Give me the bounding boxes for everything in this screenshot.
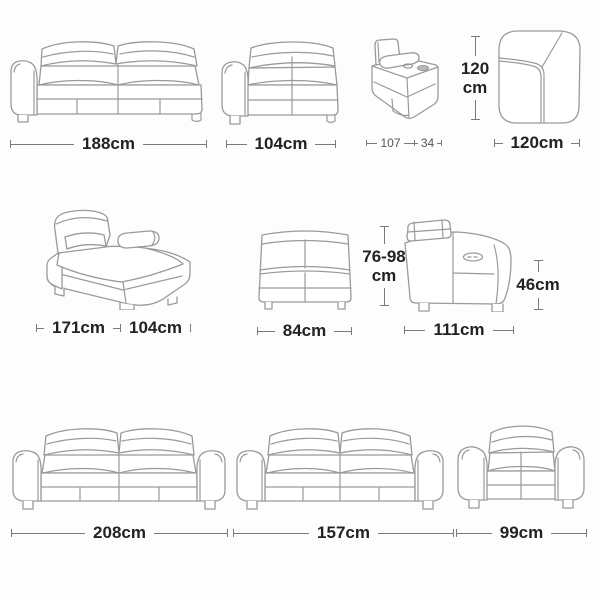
line [437,142,442,144]
recline-control-panel-icon [462,252,484,262]
armless-unit-drawing [258,230,352,310]
tick [494,139,495,147]
line [383,288,385,305]
tick [189,324,191,332]
tick [206,140,207,148]
dimension-label: 208cm [93,523,146,542]
armchair-drawing [457,425,585,509]
line [153,532,227,534]
tick [11,529,12,537]
dimension-section-left-arm: 104cm [226,134,336,153]
dimension-label: 120cm [510,133,564,152]
line [551,532,587,534]
tick [579,139,580,147]
line [495,142,503,144]
cupholder-filled-icon [417,65,429,71]
dimension-corner-unit: 120cm [494,133,580,152]
tick [226,140,227,148]
dimension-sofa-medium: 157cm [233,523,454,542]
cap [379,305,389,306]
dimension-label: 99cm [499,523,544,542]
dimension-label: 111cm [433,320,485,339]
sofa-three-seat-drawing [12,428,226,510]
tick [227,529,228,537]
line [403,142,414,144]
line [227,143,247,145]
cap [470,119,480,120]
tick [351,327,353,335]
line [537,297,539,309]
sofa-side-view-drawing [404,219,512,312]
cap [379,226,389,227]
line [367,142,378,144]
tick [441,140,443,146]
line [258,330,275,332]
console-side-view-drawing [371,38,439,120]
tick [120,324,121,332]
tick [257,327,258,335]
sofa-two-seat-drawing [236,428,444,510]
line [37,327,45,329]
line [383,227,385,244]
corner-unit-top-view-drawing [498,30,581,124]
dimension-side-depth: 111cm [404,320,514,339]
tick [513,326,514,334]
tick [335,140,336,148]
line [474,100,476,119]
line [457,532,492,534]
dimension-sofa-large: 208cm [11,523,228,542]
line [11,143,75,145]
chaise-lounge-drawing [46,209,191,310]
line [234,532,310,534]
cupholder-icon [402,63,414,69]
dimension-chaise-width: 104cm [120,318,191,337]
cap [533,260,543,261]
tick [404,326,405,334]
line [334,330,352,332]
line [571,142,579,144]
section-one-seat-left-arm-drawing [221,41,339,125]
dimension-chaise-length: 171cm [36,318,121,337]
dimension-console-top-width: 34 [414,136,443,150]
dimension-label: 46cm [516,275,560,295]
tick [10,140,11,148]
dimension-label: 104cm [129,318,182,337]
tick [366,140,367,146]
dimension-armless-unit: 84cm [257,321,353,340]
dimension-label: 171cm [52,318,105,337]
dimension-label: 188cm [82,134,135,153]
tick [36,324,37,332]
sofa-two-seat-left-arm-drawing [10,41,203,123]
line [377,532,453,534]
line [492,329,513,331]
dimension-seat-height: 46cm [516,260,560,310]
dimension-label: 84cm [282,321,327,340]
tick [586,529,588,537]
line [474,37,476,56]
dimension-label: 34 [420,136,435,150]
line [12,532,86,534]
dimension-sofa-left-arm: 188cm [10,134,207,153]
line [315,143,335,145]
line [142,143,206,145]
line [112,327,120,329]
dimension-label: 157cm [317,523,370,542]
tick [233,529,234,537]
cap [533,309,543,310]
cap [470,36,480,37]
tick [453,529,454,537]
tick [456,529,457,537]
dimension-armchair: 99cm [456,523,588,542]
dimension-label: 104cm [254,134,308,153]
dimension-console-depth: 107 [366,136,415,150]
line [414,142,418,144]
line [405,329,426,331]
line [537,261,539,273]
dimension-label: 107 [380,136,401,150]
